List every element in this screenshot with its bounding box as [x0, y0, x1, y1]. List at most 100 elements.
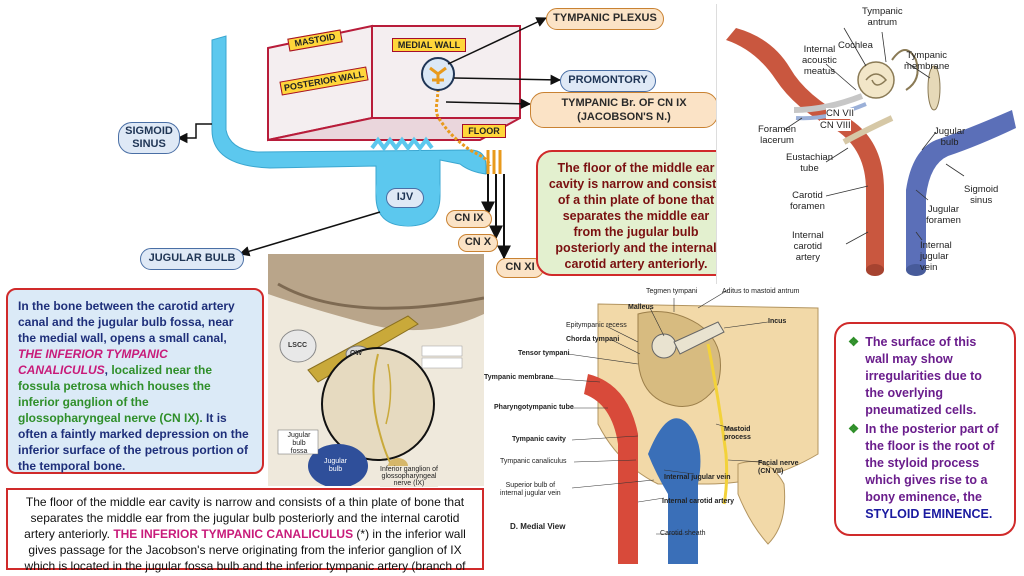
internal-jugular-vein-mid-label: Internal jugular vein	[664, 474, 731, 481]
sigmoid-sinus-label: SIGMOID SINUS	[118, 122, 180, 154]
inferior-ganglion-label: Inferior ganglion of glossopharyngeal ne…	[380, 466, 438, 487]
tympanic-membrane-l1: Tympanic	[906, 50, 948, 61]
tympanic-branch-line2: (JACOBSON'S N.)	[577, 111, 671, 123]
carotid-foramen-l1: Carotid	[792, 190, 823, 201]
inferior-tympanic-canaliculus-box: In the bone between the carotid artery c…	[6, 288, 264, 474]
cn-viii-label: CN VIII	[820, 120, 851, 131]
ganglion-l1: Inferior ganglion of	[380, 466, 438, 473]
internal-carotid-l3: artery	[795, 252, 820, 263]
sigmoid-line2: SINUS	[132, 138, 166, 150]
foramen-lacerum-label: Foramen lacerum	[758, 124, 796, 146]
internal-carotid-l2: carotid	[793, 241, 823, 252]
internal-acoustic-meatus-label: Internal acoustic meatus	[802, 44, 837, 77]
purple-bullet-2: ❖ In the posterior part of the floor is …	[848, 421, 1002, 523]
box-text-highlight: THE INFERIOR TYMPANIC CANALICULUS	[18, 347, 168, 377]
bottom-part3: (*) in the inferior wall gives passage f…	[24, 527, 466, 576]
floor-tag: FLOOR	[462, 124, 506, 138]
ijv-label: IJV	[386, 188, 424, 208]
jugular-bulb-label: JUGULAR BULB	[140, 248, 244, 270]
jacobson-nerve	[434, 73, 492, 167]
jugular-bulb-fossa-label: Jugular bulb fossa	[280, 432, 318, 456]
internal-carotid-l1: Internal	[792, 230, 824, 241]
superior-bulb-label: Superior bulb of internal jugular vein	[500, 482, 561, 498]
tensor-tympani-label: Tensor tympani	[518, 350, 570, 357]
jugular-bulb-fossa-l1: Jugular bulb	[287, 432, 311, 447]
box-text-part1: In the bone between the carotid artery c…	[18, 299, 235, 345]
internal-acoustic-l1: Internal	[803, 44, 836, 55]
cn-x-label: CN X	[458, 234, 498, 252]
ganglion-l2: glossopharyngeal	[381, 473, 437, 480]
superior-bulb-l2: internal jugular vein	[500, 490, 561, 497]
eustachian-l1: Eustachian	[786, 152, 834, 163]
sigmoid-sinus-right-label: Sigmoid sinus	[964, 184, 998, 206]
eustachian-l2: tube	[800, 163, 819, 174]
tegmen-tympani-label: Tegmen tympani	[646, 288, 698, 295]
tympanic-branch-line1: TYMPANIC Br. OF CN IX	[561, 97, 687, 109]
malleus-label: Malleus	[628, 304, 654, 311]
aditus-label: Aditus to mastoid antrum	[722, 288, 800, 295]
styloid-eminence-box: ❖ The surface of this wall may show irre…	[834, 322, 1016, 536]
medial-view-figure	[488, 284, 828, 576]
cochlea-label: Cochlea	[838, 40, 873, 51]
jugular-bulb-l1: Jugular	[934, 126, 966, 137]
internal-jugular-vein-label: Internal jugular vein	[920, 240, 952, 273]
jugular-bulb-l2: bulb	[940, 137, 959, 148]
bottom-highlight: THE INFERIOR TYMPANIC CANALICULUS	[113, 527, 354, 541]
ow-label: OW	[350, 350, 363, 357]
bottom-summary-box: The floor of the middle ear cavity is na…	[6, 488, 484, 576]
pharyngotympanic-label: Pharyngotympanic tube	[494, 404, 574, 411]
jugular-bulb-mid-label: Jugular bulb	[324, 458, 347, 474]
medial-view-caption: D. Medial View	[510, 522, 566, 531]
internal-jugular-l1: Internal	[920, 240, 952, 251]
jugular-bulb-fossa-l2: fossa	[290, 448, 308, 455]
cn-ix-label: CN IX	[446, 210, 492, 228]
tympanic-canaliculus-label: Tympanic canaliculus	[500, 458, 567, 465]
tympanic-membrane-l2: membrane	[904, 61, 950, 72]
tympanic-antrum-l1: Tympanic	[862, 6, 903, 17]
jugular-bulb-right-label: Jugular bulb	[934, 126, 965, 148]
facial-nerve-label: Facial nerve (CN VII)	[758, 460, 798, 476]
sigmoid-l2: sinus	[970, 195, 993, 206]
internal-acoustic-l3: meatus	[803, 66, 835, 77]
bullet-icon: ❖	[848, 335, 860, 349]
floor-summary-box: The floor of the middle ear cavity is na…	[536, 150, 736, 276]
petrous-bone-figure	[268, 254, 484, 486]
jugular-foramen-l1: Jugular	[927, 204, 960, 215]
purple-bullet-1: ❖ The surface of this wall may show irre…	[848, 334, 1002, 419]
purple-bullet2-text: In the posterior part of the floor is th…	[865, 422, 999, 504]
tympanic-antrum-label: Tympanic antrum	[862, 6, 903, 28]
box-text-part5: It is often a faintly marked depression …	[18, 411, 249, 473]
bottom-part1: The floor of the middle ear cavity is na…	[24, 495, 465, 541]
box-text-part3: ,	[104, 363, 112, 377]
mastoid-process-label: Mastoid process	[724, 426, 751, 442]
tympanic-branch-label: TYMPANIC Br. OF CN IX (JACOBSON'S N.)	[530, 92, 718, 128]
tympanic-membrane-mid-label: Tympanic membrane	[484, 374, 554, 381]
cn-vii-label: CN VII	[826, 108, 854, 119]
facial-nerve-l2: (CN VII)	[758, 468, 784, 475]
internal-jugular-l2: jugular	[920, 251, 949, 262]
ganglion-l3: nerve (IX)	[393, 480, 425, 487]
tympanic-membrane-label: Tympanic membrane	[904, 50, 949, 72]
carotid-foramen-l2: foramen	[790, 201, 825, 212]
jugular-l1: Jugular	[324, 458, 347, 465]
foramen-lacerum-l1: Foramen	[758, 124, 797, 135]
box-text-green: localized near the fossula petrosa which…	[18, 363, 213, 425]
internal-carotid-artery-mid-label: Internal carotid artery	[662, 498, 734, 505]
carotid-foramen-label: Carotid foramen	[790, 190, 825, 212]
epitympanic-label: Epitympanic recess	[566, 322, 627, 329]
medial-wall-tag: MEDIAL WALL	[392, 38, 466, 52]
incus-label: Incus	[768, 318, 787, 325]
superior-bulb-l1: Superior bulb of	[505, 482, 556, 489]
chorda-tympani-label: Chorda tympani	[566, 336, 620, 343]
floor-shape	[267, 117, 521, 141]
tympanic-cavity-label: Tympanic cavity	[512, 436, 566, 443]
internal-carotid-artery-label: Internal carotid artery	[792, 230, 824, 263]
carotid-sheath-label: Carotid sheath	[660, 530, 706, 537]
purple-bullet1-text: The surface of this wall may show irregu…	[865, 335, 982, 417]
sigmoid-line1: SIGMOID	[125, 125, 173, 137]
internal-acoustic-l2: acoustic	[802, 55, 837, 66]
lscc-label: LSCC	[288, 342, 308, 349]
foramen-lacerum-l2: lacerum	[760, 135, 794, 146]
promontory-label: PROMONTORY	[560, 70, 656, 92]
internal-jugular-l3: vein	[920, 262, 938, 273]
